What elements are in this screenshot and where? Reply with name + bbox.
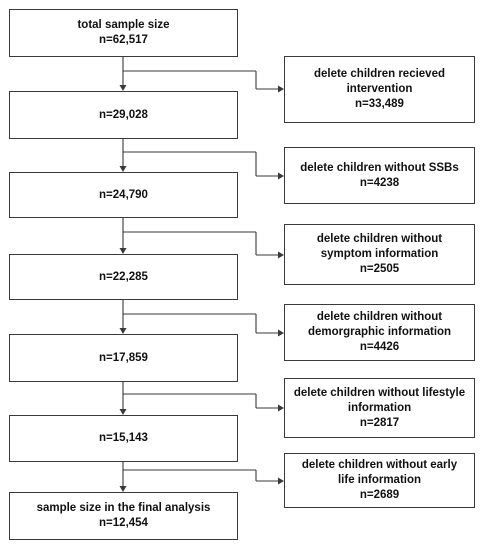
main-box-step-4-count: n=17,859 xyxy=(99,351,148,364)
exclusion-box-symptom-count: n=2505 xyxy=(359,263,400,275)
arrowhead-right-2 xyxy=(278,172,284,180)
exclusion-box-lifestyle-line-2: information xyxy=(347,401,412,414)
exclusion-box-lifestyle: delete children without lifestyle inform… xyxy=(284,378,475,438)
exclusion-box-symptom-line-2: symptom information xyxy=(320,248,439,260)
main-box-step-4: n=17,859 xyxy=(9,334,238,382)
exclusion-box-early-life-count: n=2689 xyxy=(359,489,400,501)
main-box-total-count: n=62,517 xyxy=(99,34,148,46)
main-box-final-label: sample size in the final analysis xyxy=(36,502,211,514)
main-box-step-5: n=15,143 xyxy=(9,415,238,462)
arrowhead-down-2 xyxy=(119,166,127,172)
exclusion-box-intervention-line-2: intervention xyxy=(346,83,413,95)
exclusion-box-intervention: delete children recieved intervention n=… xyxy=(284,56,475,123)
main-box-step-1: n=29,028 xyxy=(9,91,238,139)
exclusion-box-ssbs-count: n=4238 xyxy=(359,176,400,189)
main-box-final: sample size in the final analysis n=12,4… xyxy=(9,492,238,540)
arrowhead-right-3 xyxy=(278,251,284,259)
arrowhead-down-5 xyxy=(119,409,127,415)
exclusion-box-symptom-line-1: delete children without xyxy=(316,233,443,245)
exclusion-box-intervention-line-1: delete children recieved xyxy=(313,68,446,80)
exclusion-box-symptom: delete children without symptom informat… xyxy=(284,224,475,285)
main-box-step-1-count: n=29,028 xyxy=(99,108,148,121)
main-box-final-count: n=12,454 xyxy=(99,517,148,529)
main-box-step-5-count: n=15,143 xyxy=(99,432,148,444)
exclusion-box-demographic-line-2: demorgraphic information xyxy=(307,326,452,338)
arrowhead-down-1 xyxy=(119,85,127,91)
arrowhead-down-3 xyxy=(119,248,127,254)
exclusion-box-intervention-count: n=33,489 xyxy=(355,98,404,110)
exclusion-box-lifestyle-count: n=2817 xyxy=(359,416,400,429)
arrowhead-right-6 xyxy=(278,477,284,485)
exclusion-box-lifestyle-line-1: delete children without lifestyle xyxy=(293,386,466,399)
arrowhead-right-4 xyxy=(278,329,284,337)
exclusion-box-ssbs-line-1: delete children without SSBs xyxy=(300,161,459,174)
main-box-total: total sample size n=62,517 xyxy=(9,9,238,57)
main-box-step-3-count: n=22,285 xyxy=(99,270,148,283)
exclusion-box-early-life: delete children without early life infor… xyxy=(284,453,475,508)
main-box-total-label: total sample size xyxy=(77,19,170,31)
main-box-step-2-count: n=24,790 xyxy=(99,188,148,201)
main-box-step-3: n=22,285 xyxy=(9,254,238,300)
main-box-step-2: n=24,790 xyxy=(9,172,238,218)
arrowhead-right-1 xyxy=(278,85,284,93)
arrowhead-down-4 xyxy=(119,328,127,334)
exclusion-box-early-life-line-2: life information xyxy=(337,474,422,486)
arrowhead-down-6 xyxy=(119,486,127,492)
exclusion-box-demographic-count: n=4426 xyxy=(359,341,400,353)
exclusion-box-demographic-line-1: delete children without xyxy=(316,311,443,323)
exclusion-box-ssbs: delete children without SSBs n=4238 xyxy=(284,147,475,204)
exclusion-box-early-life-line-1: delete children without early xyxy=(301,459,458,471)
exclusion-box-demographic: delete children without demorgraphic inf… xyxy=(284,304,475,361)
arrowhead-right-5 xyxy=(278,404,284,412)
